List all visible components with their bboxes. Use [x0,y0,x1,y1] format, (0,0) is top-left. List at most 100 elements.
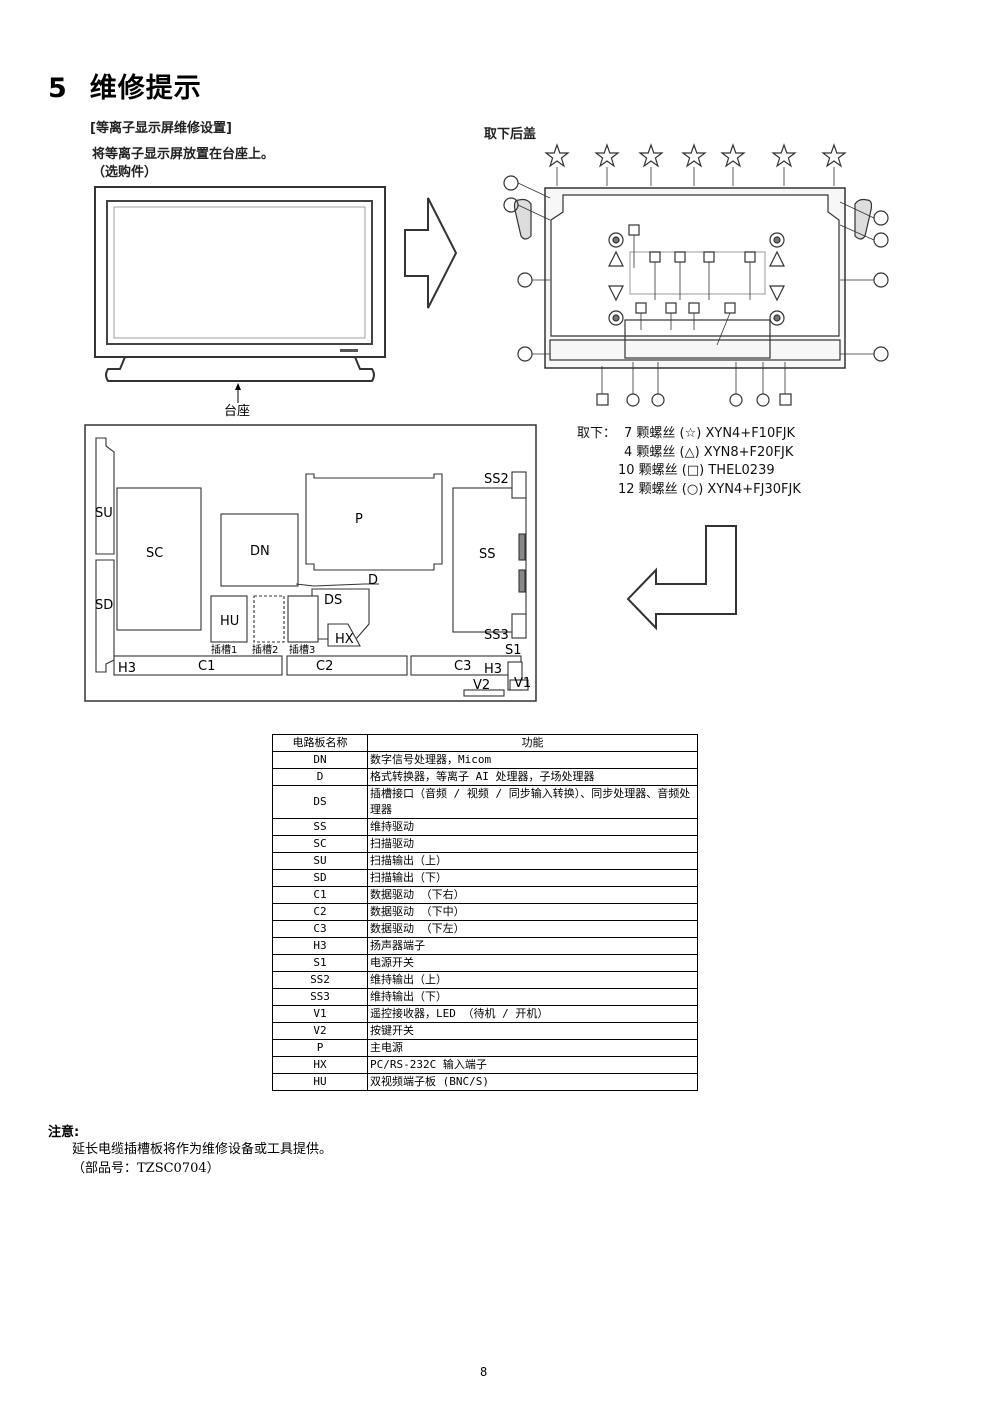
setup-heading: [等离子显示屏维修设置] [90,121,232,136]
board-sd-label: SD [95,598,113,613]
board-function-cell: 电源开关 [367,954,698,972]
board-ss-label: SS [479,547,496,562]
board-code-cell: C2 [272,903,368,921]
board-function-cell: 数据驱动 （下左） [367,920,698,938]
board-sc-label: SC [146,546,163,561]
board-code-cell: V2 [272,1022,368,1040]
board-function-cell: 扫描输出（下） [367,869,698,887]
board-function-cell: 扫描输出（上） [367,852,698,870]
star-screw-icons [544,143,847,168]
board-function-cell: 维持驱动 [367,818,698,836]
board-function-cell: 遥控接收器，LED （待机 / 开机） [367,1005,698,1023]
board-code-cell: HX [272,1056,368,1074]
rear-cover-diagram [503,143,889,407]
board-ds-label: DS [324,593,342,608]
setup-line2: （选购件） [92,165,158,180]
board-code-cell: H3 [272,937,368,955]
board-code-cell: DN [272,751,368,769]
section-heading: 维修提示 [89,73,202,104]
board-code-cell: D [272,768,368,786]
board-code-cell: C1 [272,886,368,904]
screw-item-2: 4 颗螺丝 (△) XYN8+F20FJK [624,445,794,460]
section-title: 5 维修提示 [48,66,202,105]
screw-item-3: 10 颗螺丝 (□) THEL0239 [618,463,775,478]
board-ss2-label: SS2 [484,472,509,487]
board-code-cell: DS [272,785,368,819]
tv-on-stand-illustration: 台座 [94,186,386,419]
screw-remove-prefix: 取下： [577,426,617,441]
board-layout-diagram: SU SD SC DN P SS SS2 SS3 D DS HU HX 插槽1 … [84,424,537,702]
board-code-cell: V1 [272,1005,368,1023]
board-code-cell: P [272,1039,368,1057]
board-dn-label: DN [250,544,270,559]
stand-label: 台座 [224,404,250,419]
section-number: 5 [48,73,68,104]
board-ss3-label: SS3 [484,628,509,643]
board-code-cell: SS2 [272,971,368,989]
board-code-cell: SU [272,852,368,870]
board-function-cell: 按键开关 [367,1022,698,1040]
board-code-cell: S1 [272,954,368,972]
table-header-row: 电路板名称 功能 [272,734,698,752]
board-p-label: P [355,512,363,527]
board-hx-label: HX [335,632,354,647]
board-h3-left-label: H3 [118,661,136,676]
board-h3-right-label: H3 [484,662,502,677]
setup-line1: 将等离子显示屏放置在台座上。 [92,147,275,162]
board-function-cell: 插槽接口（音频 / 视频 / 同步输入转换）、同步处理器、音频处理器 [367,785,698,819]
board-function-cell: 数字信号处理器，Micom [367,751,698,769]
board-function-cell: PC/RS-232C 输入端子 [367,1056,698,1074]
board-su-label: SU [95,506,113,521]
board-function-cell: 维持输出（下） [367,988,698,1006]
board-function-cell: 数据驱动 （下中） [367,903,698,921]
slot2-label: 插槽2 [252,643,278,656]
table-header-function: 功能 [367,734,698,752]
board-c2-label: C2 [316,659,333,674]
slot3-label: 插槽3 [289,643,315,656]
board-code-cell: SD [272,869,368,887]
board-code-cell: HU [272,1073,368,1091]
board-function-cell: 扬声器端子 [367,937,698,955]
board-d-label: D [368,573,378,588]
board-function-cell: 维持输出（上） [367,971,698,989]
board-code-cell: C3 [272,920,368,938]
board-function-cell: 扫描驱动 [367,835,698,853]
board-function-cell: 格式转换器，等离子 AI 处理器，子场处理器 [367,768,698,786]
screw-item-1: 7 颗螺丝 (☆) XYN4+F10FJK [624,426,796,441]
board-v1-label: V1 [514,676,531,691]
board-c3-label: C3 [454,659,471,674]
board-code-cell: SC [272,835,368,853]
slot1-label: 插槽1 [211,643,237,656]
board-code-cell: SS [272,818,368,836]
table-header-board: 电路板名称 [272,734,368,752]
board-s1-label: S1 [505,643,522,658]
board-c1-label: C1 [198,659,215,674]
board-v2-label: V2 [473,678,490,693]
board-code-cell: SS3 [272,988,368,1006]
screw-item-4: 12 颗螺丝 (○) XYN4+FJ30FJK [618,482,801,497]
note-line2: （部品号：TZSC0704） [72,1161,220,1176]
note-line1: 延长电缆插槽板将作为维修设备或工具提供。 [72,1142,333,1157]
rear-cover-heading: 取下后盖 [484,127,537,142]
page-number: 8 [480,1365,488,1379]
board-hu-label: HU [220,614,239,629]
board-function-cell: 双视频端子板 (BNC/S) [367,1073,698,1091]
board-function-cell: 主电源 [367,1039,698,1057]
